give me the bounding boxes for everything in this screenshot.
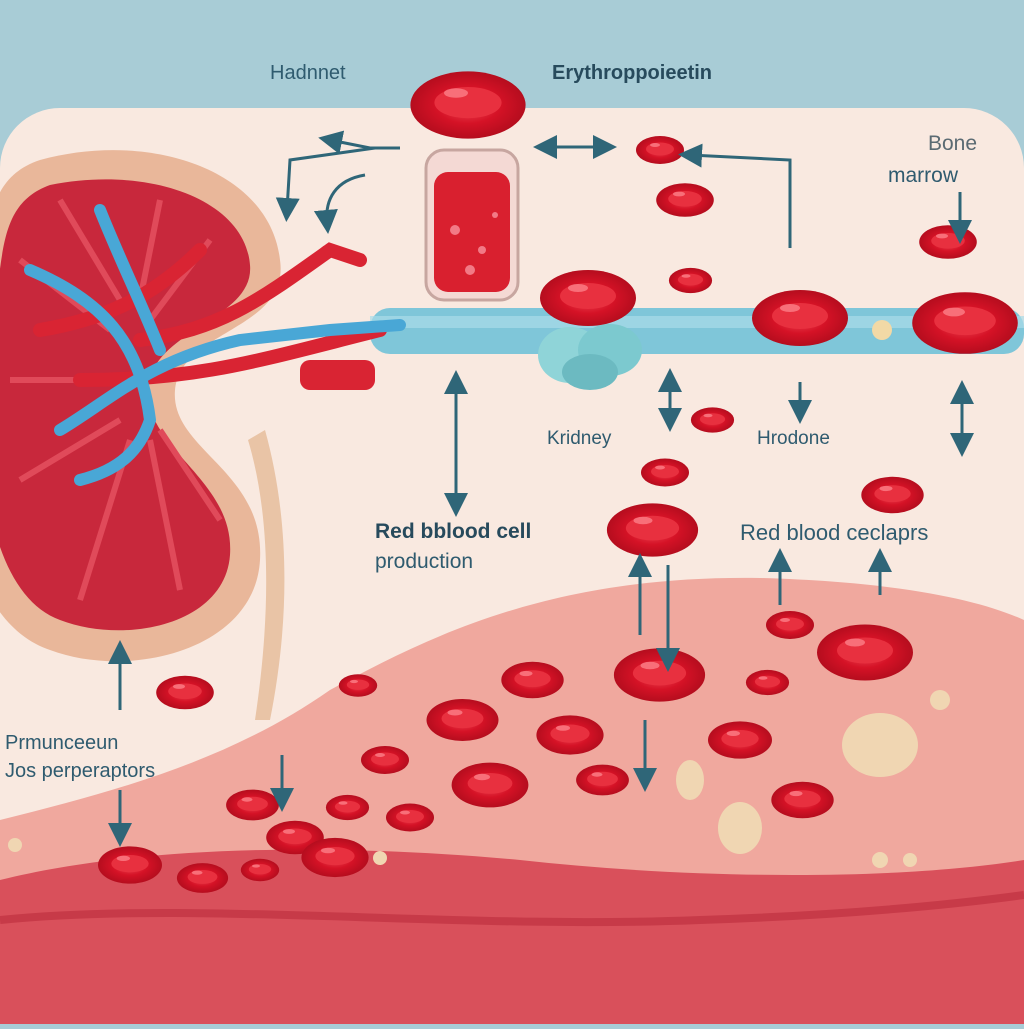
label-bone: Bone	[928, 132, 978, 155]
red-blood-cell-icon	[613, 648, 706, 702]
artery	[33, 242, 387, 387]
red-blood-cell-icon	[361, 746, 409, 774]
red-blood-cell-icon	[176, 863, 229, 893]
red-blood-cell-icon	[576, 764, 629, 796]
red-blood-cell-icon	[919, 225, 977, 259]
label-hormone-top: Hadnnet	[270, 62, 346, 84]
red-blood-cell-icon	[656, 183, 714, 217]
red-blood-cell-icon	[771, 781, 834, 819]
renal-artery-stub	[300, 360, 375, 390]
label-erythropoietin: Erythroppoieetin	[552, 62, 713, 84]
kidney-icon	[0, 150, 281, 662]
red-blood-cell-icon	[338, 674, 378, 697]
label-marrow: marrow	[888, 164, 959, 187]
arrow-icon	[108, 130, 974, 847]
red-blood-cell-icon	[536, 715, 604, 755]
label-kidney: Kridney	[547, 428, 612, 449]
red-blood-cell-icon	[606, 503, 699, 557]
red-blood-cell-icon	[766, 611, 814, 639]
red-blood-cell-icon	[386, 803, 434, 832]
red-blood-cell-icon	[752, 290, 848, 346]
label-rbc-production-line1: Red bblood cell	[375, 520, 532, 543]
label-rbc-precursors: Red blood ceclaprs	[740, 520, 929, 545]
red-blood-cell-icon	[410, 71, 526, 139]
cell-cluster	[538, 324, 642, 390]
red-blood-cell-icon	[636, 136, 684, 164]
red-blood-cell-icon	[451, 762, 529, 808]
red-blood-cell-icon	[325, 794, 370, 821]
red-blood-cell-icon	[668, 267, 713, 294]
red-blood-cell-icon	[641, 458, 689, 487]
particle	[872, 320, 892, 340]
red-blood-cell-icon	[912, 292, 1018, 354]
red-blood-cell-icon	[540, 270, 636, 326]
red-blood-cell-icon	[226, 789, 279, 821]
red-blood-cell-icon	[501, 661, 564, 699]
red-blood-cell-icon	[156, 675, 214, 710]
red-blood-cell-icon	[817, 624, 913, 681]
label-rbc-production-line2: production	[375, 550, 474, 573]
red-blood-cell-icon	[98, 846, 162, 884]
label-precursors-line2: Jos perperaptors	[5, 760, 156, 782]
precursor-cells	[8, 690, 950, 868]
red-blood-cell-icon	[426, 699, 499, 741]
red-blood-cell-icon	[240, 858, 280, 882]
label-hormone-mid: Hrodone	[757, 428, 830, 449]
red-blood-cell-icon	[690, 407, 735, 433]
label-precursors-line1: Prmunceeun	[5, 732, 119, 754]
red-blood-cell-icon	[745, 669, 790, 696]
vial-icon	[424, 148, 520, 302]
red-blood-cell-icon	[861, 476, 924, 514]
vein	[24, 204, 406, 486]
red-blood-cell-icon	[708, 721, 772, 759]
ureter	[248, 430, 285, 720]
red-blood-cell-icon	[301, 837, 369, 878]
